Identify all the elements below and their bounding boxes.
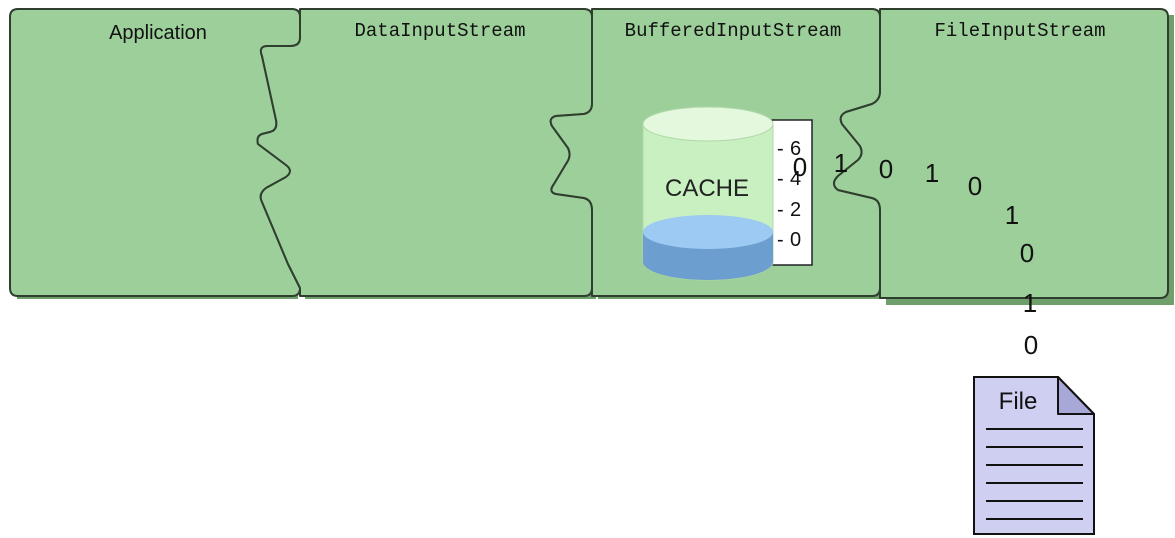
bit: 0 bbox=[968, 171, 982, 201]
file-text-lines bbox=[986, 428, 1083, 520]
gauge-tick-label: 0 bbox=[790, 229, 801, 251]
bit: 1 bbox=[925, 158, 939, 188]
bit: 0 bbox=[1024, 330, 1038, 360]
bit: 0 bbox=[793, 152, 807, 182]
cache-label: CACHE bbox=[665, 175, 749, 202]
cache-gauge-ticks: - 6 - 4 - 2 - 0 bbox=[777, 138, 801, 251]
bit: 0 bbox=[1020, 238, 1034, 268]
bit: 1 bbox=[1023, 288, 1037, 318]
gauge-tick-label: 6 bbox=[790, 138, 801, 160]
data-input-stream-piece bbox=[256, 8, 593, 297]
bit: 0 bbox=[879, 154, 893, 184]
application-piece bbox=[9, 8, 301, 297]
gauge-tick-dash: - bbox=[777, 138, 784, 160]
file-input-stream-label: FileInputStream bbox=[934, 20, 1105, 42]
data-input-stream-label: DataInputStream bbox=[354, 20, 525, 42]
puzzle-pieces bbox=[9, 8, 1169, 299]
gauge-tick-label: 2 bbox=[790, 199, 801, 221]
buffered-input-stream-label: BufferedInputStream bbox=[625, 20, 842, 42]
bit: 1 bbox=[834, 148, 848, 178]
cache-gauge bbox=[771, 119, 813, 266]
bit: 1 bbox=[1005, 200, 1019, 230]
gauge-tick-dash: - bbox=[777, 199, 784, 221]
file-input-stream-piece bbox=[833, 8, 1169, 299]
gauge-tick-dash: - bbox=[777, 168, 784, 190]
gauge-tick-label: 4 bbox=[790, 168, 801, 190]
gauge-tick-dash: - bbox=[777, 229, 784, 251]
file-document-icon: File bbox=[973, 376, 1095, 535]
cache-glass-top bbox=[642, 106, 774, 142]
cache-cylinder: CACHE bbox=[642, 106, 813, 281]
bit-stream: 0 1 0 1 0 1 0 1 0 bbox=[793, 148, 1038, 360]
cache-liquid-surface bbox=[643, 215, 773, 249]
file-label: File bbox=[999, 388, 1038, 415]
page-fold bbox=[1057, 376, 1095, 415]
application-label: Application bbox=[109, 22, 207, 44]
